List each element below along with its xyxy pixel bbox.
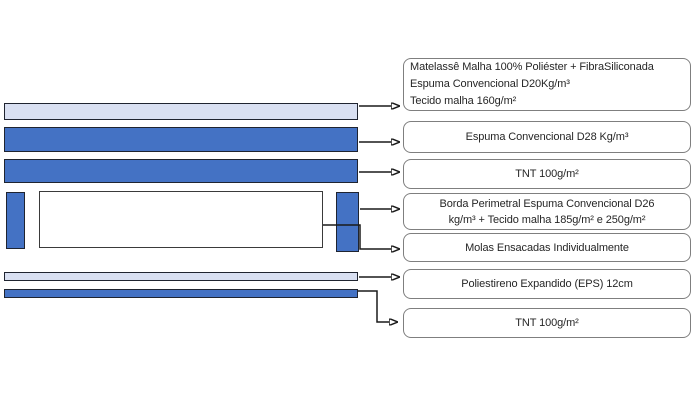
label-tnt-bottom-text: TNT 100g/m² bbox=[515, 317, 579, 329]
label-matelasse: Matelassê Malha 100% Poliéster + FibraSi… bbox=[403, 58, 691, 111]
label-molas-text: Molas Ensacadas Individualmente bbox=[465, 241, 629, 254]
label-tnt-upper: TNT 100g/m² bbox=[403, 159, 691, 189]
label-eps: Poliestireno Expandido (EPS) 12cm bbox=[403, 269, 691, 299]
label-matelasse-line1: Matelassê Malha 100% Poliéster + FibraSi… bbox=[410, 61, 654, 73]
label-espuma-d28-text: Espuma Convencional D28 Kg/m³ bbox=[465, 131, 629, 143]
layer-borda-perimetral-left bbox=[6, 192, 25, 249]
layer-matelasse-top bbox=[4, 103, 358, 120]
label-borda-line1: Borda Perimetral Espuma Convencional D26 bbox=[439, 197, 655, 210]
label-borda-perimetral: Borda Perimetral Espuma Convencional D26… bbox=[403, 193, 691, 230]
layer-eps bbox=[4, 272, 358, 281]
label-eps-text: Poliestireno Expandido (EPS) 12cm bbox=[461, 278, 633, 290]
label-tnt-bottom: TNT 100g/m² bbox=[403, 308, 691, 338]
label-molas: Molas Ensacadas Individualmente bbox=[403, 233, 691, 262]
label-borda-line2: kg/m³ + Tecido malha 185g/m² e 250g/m² bbox=[448, 213, 646, 226]
label-tnt-upper-text: TNT 100g/m² bbox=[515, 168, 579, 180]
layer-tnt-bottom bbox=[4, 289, 358, 298]
layer-tnt-upper bbox=[4, 159, 358, 183]
label-matelasse-line2: Espuma Convencional D20Kg/m³ bbox=[410, 78, 570, 90]
layer-espuma-d28 bbox=[4, 127, 358, 152]
layer-molas-core bbox=[39, 191, 323, 248]
layer-borda-perimetral-right bbox=[336, 192, 359, 252]
label-espuma-d28: Espuma Convencional D28 Kg/m³ bbox=[403, 121, 691, 153]
label-matelasse-line3: Tecido malha 160g/m² bbox=[410, 95, 517, 107]
arrow-tnt-bottom bbox=[358, 290, 389, 322]
